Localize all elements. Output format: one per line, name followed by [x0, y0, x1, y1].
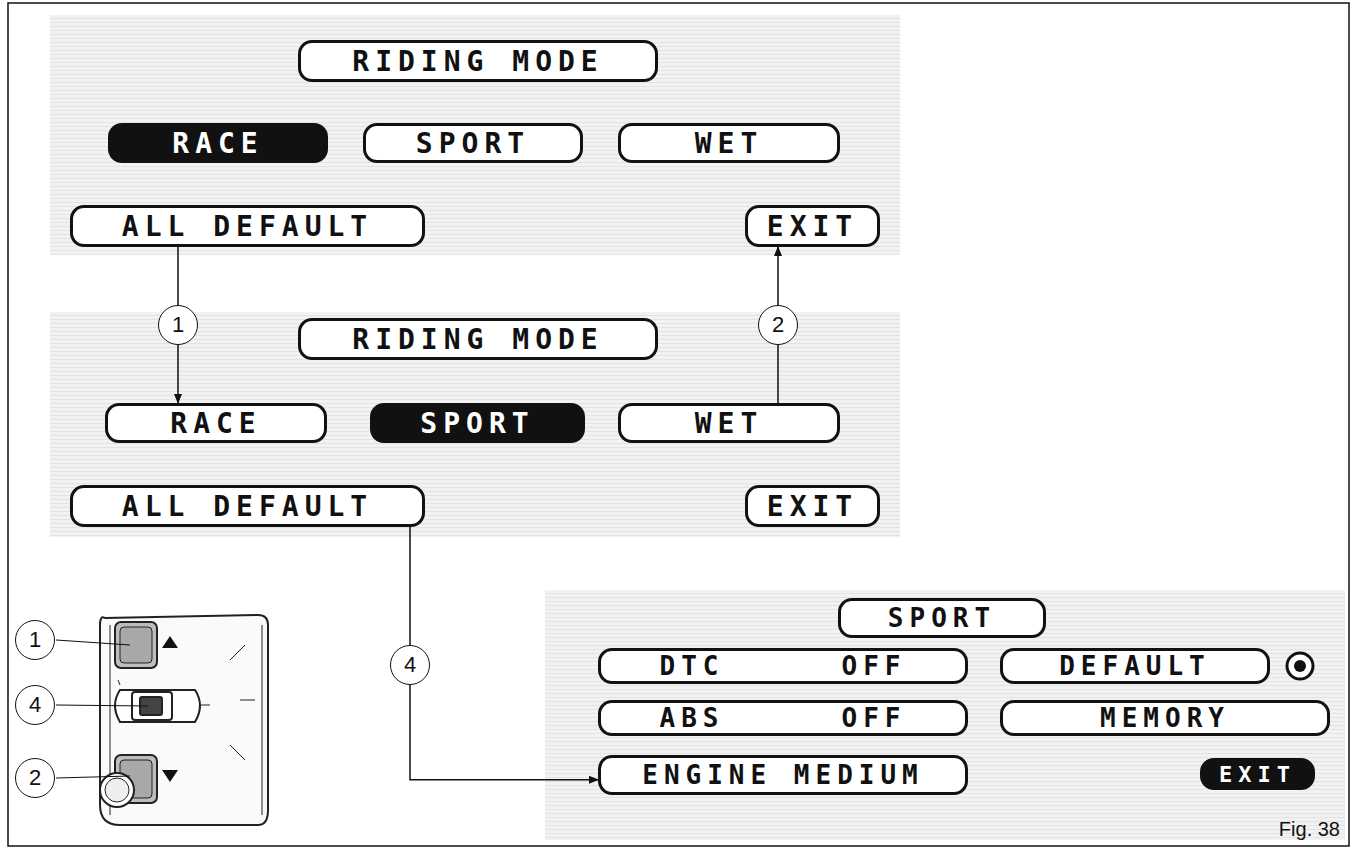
callout-number: 2 — [772, 312, 784, 338]
menu-label: OFF — [842, 651, 907, 681]
button-callout: 1 — [158, 305, 198, 345]
callout-circle: 4 — [15, 685, 55, 725]
menu-label: DTC — [660, 651, 725, 681]
menu-label: SPORT — [420, 407, 534, 440]
menu-label: RIDING MODE — [352, 323, 603, 356]
menu-box: ENGINE MEDIUM — [598, 755, 968, 795]
menu-box: ALL DEFAULT — [70, 485, 425, 527]
menu-box: ABS OFF — [598, 700, 968, 736]
menu-label: ENGINE MEDIUM — [642, 760, 924, 790]
menu-box: EXIT — [745, 485, 880, 527]
selection-dot — [1287, 653, 1313, 679]
menu-box: MEMORY — [1000, 700, 1330, 736]
menu-box: RIDING MODE — [298, 318, 658, 360]
selected-menu-box: RACE — [108, 123, 328, 163]
menu-label: RACE — [172, 127, 263, 160]
callout-number: 2 — [29, 765, 41, 791]
menu-label: DEFAULT — [1059, 651, 1211, 681]
menu-box: RIDING MODE — [298, 40, 658, 82]
menu-box: WET — [618, 123, 840, 163]
menu-label: MEMORY — [1100, 703, 1230, 733]
menu-label: EXIT — [767, 490, 858, 523]
navigation-arrow — [410, 527, 598, 780]
callout-circle: 2 — [15, 758, 55, 798]
figure-caption: Fig. 38 — [1279, 818, 1340, 841]
menu-box: ALL DEFAULT — [70, 205, 425, 247]
menu-label: ALL DEFAULT — [122, 490, 373, 523]
menu-label: RACE — [170, 407, 261, 440]
menu-box: WET — [618, 403, 840, 443]
button-callout: 4 — [390, 645, 430, 685]
menu-box: EXIT — [745, 205, 880, 247]
menu-label: WET — [695, 127, 764, 160]
callout-number: 1 — [29, 627, 41, 653]
menu-label: EXIT — [767, 210, 858, 243]
button-callout: 2 — [758, 305, 798, 345]
menu-box: DTC OFF — [598, 648, 968, 684]
callout-circle: 1 — [15, 620, 55, 660]
menu-label: WET — [695, 407, 764, 440]
menu-label: SPORT — [888, 603, 996, 633]
menu-label: OFF — [842, 703, 907, 733]
menu-label: SPORT — [416, 127, 530, 160]
figure-frame — [8, 3, 1349, 846]
menu-box: RACE — [105, 403, 327, 443]
callout-number: 1 — [172, 312, 184, 338]
handlebar-switch — [100, 615, 268, 825]
menu-label: RIDING MODE — [352, 45, 603, 78]
menu-label: ABS — [660, 703, 725, 733]
selected-menu-box: EXIT — [1200, 758, 1315, 790]
selected-menu-box: SPORT — [370, 403, 585, 443]
leader-line — [56, 640, 148, 778]
menu-box: SPORT — [838, 598, 1046, 638]
callout-number: 4 — [404, 652, 416, 678]
callout-number: 4 — [29, 692, 41, 718]
menu-box: DEFAULT — [1000, 648, 1270, 684]
menu-label: EXIT — [1219, 762, 1296, 787]
menu-box: SPORT — [363, 123, 583, 163]
menu-label: ALL DEFAULT — [122, 210, 373, 243]
